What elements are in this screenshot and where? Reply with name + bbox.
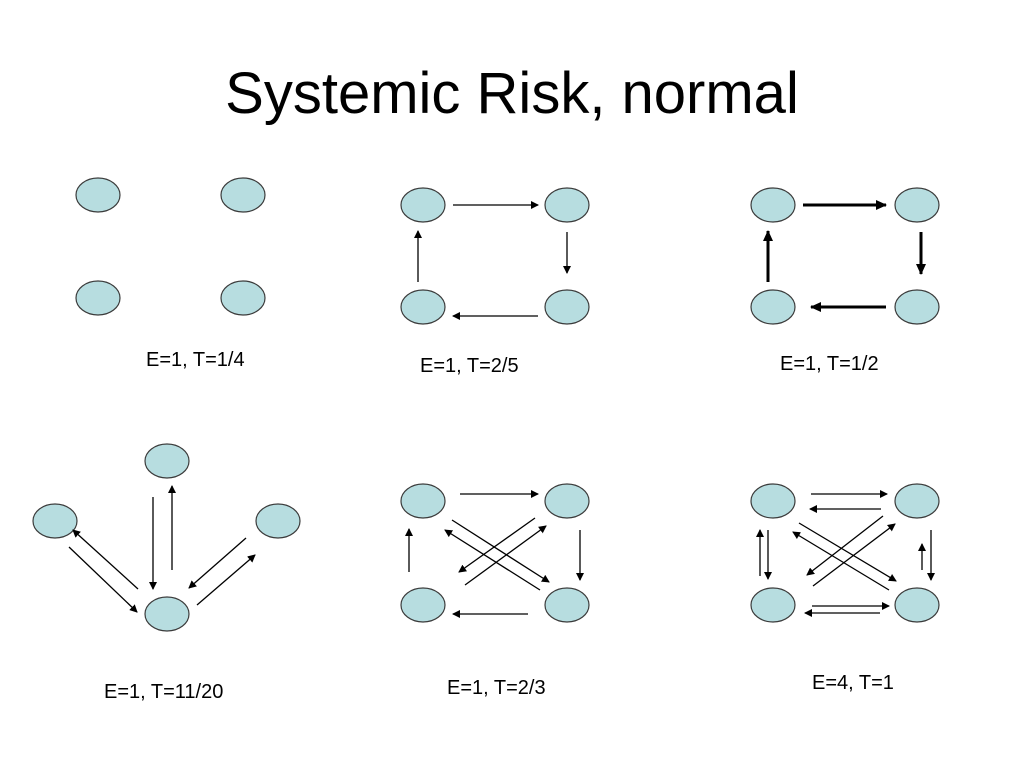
panel-4-node	[144, 596, 190, 632]
panel-4-diagram	[32, 443, 301, 632]
panel-6-caption: E=4, T=1	[812, 672, 894, 694]
panel-4-edge	[188, 537, 247, 589]
panel-5-node	[400, 483, 446, 519]
panel-1-node	[220, 177, 266, 213]
panel-5-caption: E=1, T=2/3	[447, 677, 546, 699]
panel-5-edge	[451, 519, 550, 583]
panel-6-edge	[806, 515, 884, 576]
panel-3-diagram	[750, 187, 940, 325]
panel-5-diagram	[400, 483, 590, 623]
panel-6-diagram	[750, 483, 940, 623]
panel-4-edge	[68, 546, 138, 613]
panel-6-node	[750, 483, 796, 519]
panel-4-node	[32, 503, 78, 539]
panel-3-node	[750, 289, 796, 325]
panel-5-edge	[464, 525, 547, 586]
panel-3-node	[894, 187, 940, 223]
panel-5-edge	[458, 517, 536, 573]
panel-6-edge	[792, 531, 890, 591]
panel-1-node	[75, 177, 121, 213]
panel-3-node	[894, 289, 940, 325]
panel-6-node	[894, 587, 940, 623]
panel-2-diagram	[400, 187, 590, 325]
panel-3-node	[750, 187, 796, 223]
panel-6-edge	[798, 522, 897, 582]
panel-5-edge	[444, 529, 541, 591]
panel-4-caption: E=1, T=11/20	[104, 681, 224, 703]
panel-3-caption: E=1, T=1/2	[780, 353, 879, 375]
panel-2-node	[400, 187, 446, 223]
panel-1-node	[75, 280, 121, 316]
panel-6-node	[894, 483, 940, 519]
panel-2-caption: E=1, T=2/5	[420, 355, 519, 377]
panel-5-node	[544, 587, 590, 623]
panel-2-node	[400, 289, 446, 325]
panel-5-node	[544, 483, 590, 519]
panel-4-node	[144, 443, 190, 479]
panel-4-edge	[196, 554, 256, 606]
panel-1-caption: E=1, T=1/4	[146, 349, 245, 371]
panel-5-node	[400, 587, 446, 623]
panel-4-node	[255, 503, 301, 539]
panel-1-node	[220, 280, 266, 316]
page-title: Systemic Risk, normal	[225, 61, 799, 126]
panel-2-node	[544, 289, 590, 325]
panel-4-edge	[72, 529, 139, 590]
panel-6-node	[750, 587, 796, 623]
panel-6-edge	[812, 523, 896, 587]
panel-1-diagram	[75, 177, 266, 316]
panel-2-node	[544, 187, 590, 223]
